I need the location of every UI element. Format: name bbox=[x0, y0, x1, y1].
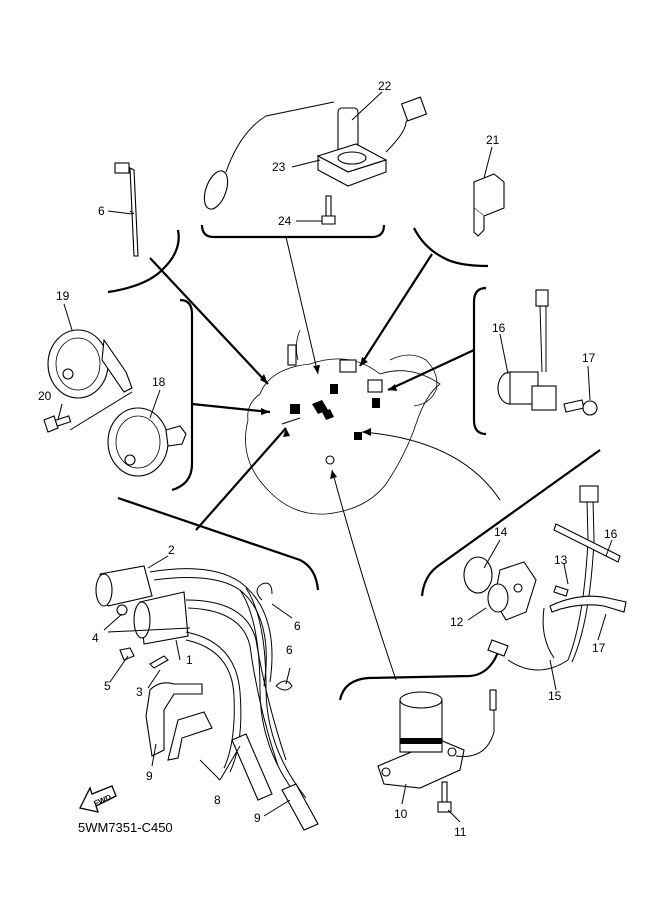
starter-relay-assembly bbox=[377, 689, 497, 813]
fuel-sender-assembly bbox=[203, 96, 428, 225]
callout-25: 23 bbox=[272, 160, 286, 174]
frame-top-left-band bbox=[107, 229, 180, 294]
callout-26: 24 bbox=[278, 214, 292, 228]
forward-direction-badge: FWD bbox=[79, 785, 117, 813]
callout-18: 16 bbox=[492, 321, 506, 335]
callout-labels: 22 23 24 21 6 19 20 18 16 17 2 4 1 5 3 6… bbox=[38, 79, 618, 839]
frame-left-horn bbox=[171, 298, 194, 492]
band-7 bbox=[114, 162, 139, 257]
callout-6-lower: 6 bbox=[286, 643, 293, 657]
frame-left-ignition bbox=[117, 496, 320, 591]
callout-2: 2 bbox=[168, 543, 175, 557]
callout-21: 19 bbox=[56, 289, 70, 303]
frame-top-fuel-sender bbox=[200, 224, 386, 239]
callout-19: 17 bbox=[582, 351, 596, 365]
callout-3: 3 bbox=[136, 685, 143, 699]
frame-bottom-starter bbox=[338, 645, 502, 701]
frame-body bbox=[245, 329, 441, 515]
callout-22: 20 bbox=[38, 389, 52, 403]
callout-6-upper: 6 bbox=[294, 619, 301, 633]
callout-9-right: 9 bbox=[254, 811, 261, 825]
callout-20: 18 bbox=[152, 375, 166, 389]
neutral-switch-assembly bbox=[463, 485, 627, 671]
frame-top-right-relay bbox=[413, 227, 489, 268]
callout-24: 22 bbox=[378, 79, 392, 93]
frame-right-neutral bbox=[420, 449, 601, 597]
callout-11: 11 bbox=[454, 825, 467, 839]
forward-arrow-icon bbox=[79, 785, 117, 813]
speed-sensor-assembly bbox=[497, 289, 598, 416]
callout-13: 13 bbox=[554, 553, 568, 567]
callout-10: 10 bbox=[394, 807, 408, 821]
section-frames bbox=[107, 224, 601, 701]
callout-23: 21 bbox=[486, 133, 500, 147]
callout-4: 4 bbox=[92, 631, 99, 645]
ignition-assembly bbox=[95, 565, 319, 831]
callout-12: 12 bbox=[450, 615, 464, 629]
callout-17: 17 bbox=[592, 641, 606, 655]
callout-leaders bbox=[57, 91, 613, 823]
frame-leaders bbox=[149, 236, 501, 681]
drawing-code: 5WM7351-C450 bbox=[78, 820, 173, 835]
callout-1: 1 bbox=[186, 653, 193, 667]
callout-5: 5 bbox=[104, 679, 111, 693]
callout-7: 6 bbox=[98, 204, 105, 218]
callout-9-left: 9 bbox=[146, 769, 153, 783]
callout-15: 15 bbox=[548, 689, 562, 703]
callout-14: 14 bbox=[494, 525, 508, 539]
horn-assembly bbox=[43, 329, 187, 477]
callout-16: 16 bbox=[604, 527, 618, 541]
callout-8: 8 bbox=[214, 793, 221, 807]
frame-right-sensor bbox=[472, 286, 487, 436]
relay-23 bbox=[473, 173, 505, 237]
